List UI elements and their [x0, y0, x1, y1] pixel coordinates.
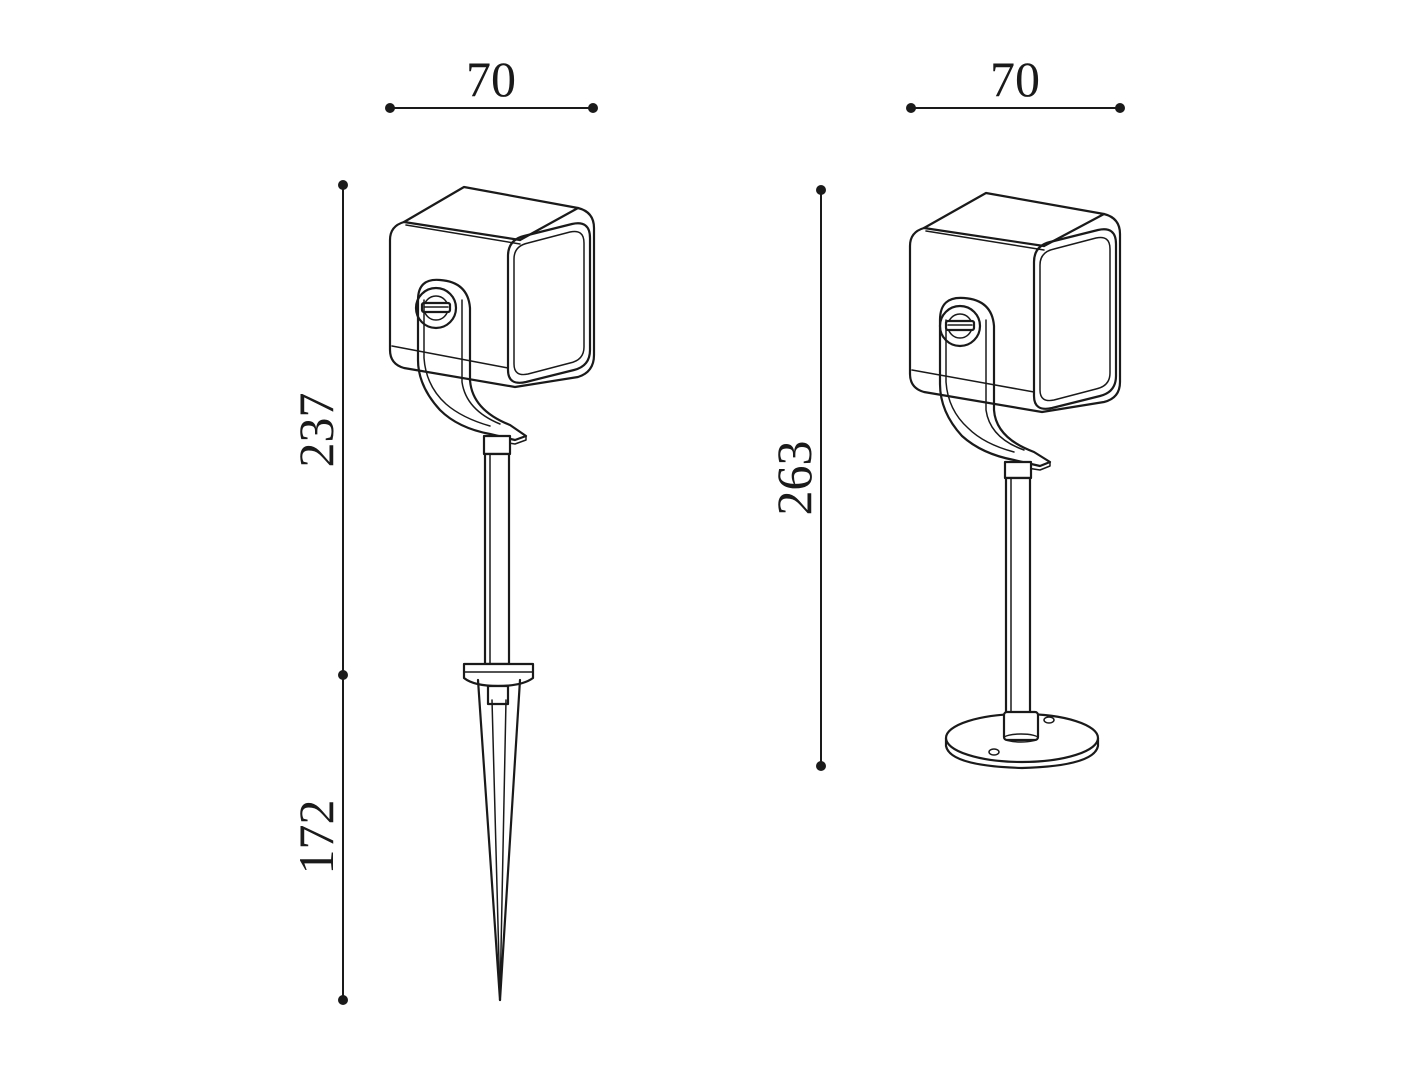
base-light-height-dimension: 263: [766, 185, 826, 771]
spike-light-stem: [482, 434, 512, 666]
spike-light-spike-length-label: 172: [288, 800, 344, 875]
spike-light-head-height-label: 237: [288, 393, 344, 468]
spike-light-head: [388, 185, 596, 389]
spike-light-adjust-knob: [414, 286, 458, 330]
spike-light-ground-spike: [462, 662, 535, 1002]
base-light-adjust-knob: [938, 304, 982, 348]
base-light-view: 70 263: [766, 51, 1125, 771]
spike-light-height-dimension: 237 172: [288, 180, 348, 1005]
base-light-height-label: 263: [766, 441, 822, 516]
base-light-mounting-plate: [944, 710, 1100, 770]
base-light-stem: [1003, 460, 1033, 716]
base-light-bracket: [938, 296, 1052, 471]
base-light-width-label: 70: [990, 51, 1040, 107]
base-light-head: [908, 191, 1122, 414]
spike-light-view: 70 237 172: [288, 51, 598, 1005]
spike-light-width-label: 70: [466, 51, 516, 107]
base-light-width-dimension: 70: [906, 51, 1125, 113]
spike-light-width-dimension: 70: [385, 51, 598, 113]
